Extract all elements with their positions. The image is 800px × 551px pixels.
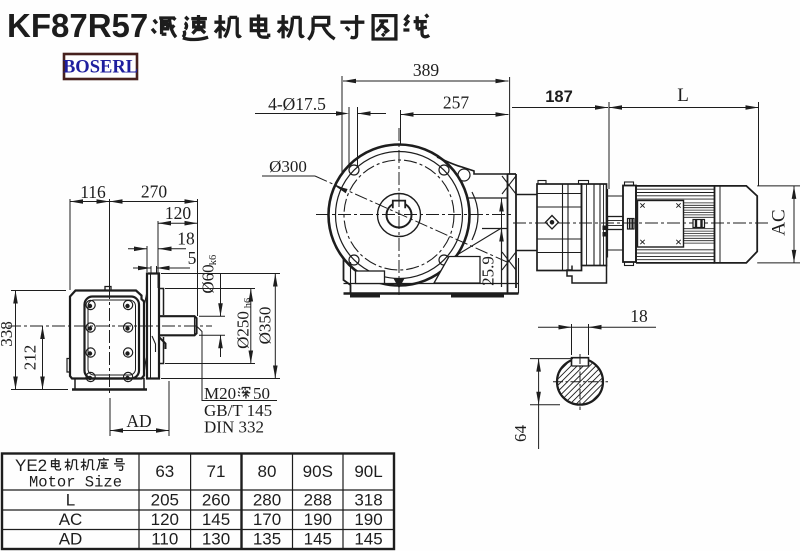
svg-text:5: 5	[188, 248, 197, 268]
svg-text:116: 116	[80, 182, 106, 202]
svg-text:Ø300: Ø300	[269, 157, 307, 176]
svg-text:AC: AC	[59, 510, 83, 529]
svg-text:90S: 90S	[303, 462, 333, 481]
svg-text:Ø60: Ø60	[198, 264, 217, 293]
svg-text:25.9: 25.9	[478, 256, 497, 286]
svg-text:280: 280	[253, 491, 281, 510]
svg-text:257: 257	[443, 93, 470, 113]
svg-text:130: 130	[202, 530, 230, 549]
svg-text:80: 80	[258, 462, 277, 481]
svg-text:63: 63	[155, 462, 174, 481]
svg-text:L: L	[66, 491, 75, 510]
svg-text:190: 190	[354, 510, 382, 529]
svg-text:145: 145	[354, 530, 382, 549]
svg-text:318: 318	[354, 491, 382, 510]
svg-text:k6: k6	[208, 255, 219, 266]
svg-text:h6: h6	[243, 298, 254, 309]
svg-text:4-Ø17.5: 4-Ø17.5	[268, 94, 326, 114]
svg-text:260: 260	[202, 491, 230, 510]
svg-text:190: 190	[304, 510, 332, 529]
svg-text:AD: AD	[59, 530, 83, 549]
svg-text:64: 64	[511, 425, 530, 443]
svg-text:AC: AC	[768, 209, 789, 235]
svg-text:338: 338	[0, 321, 16, 347]
svg-text:288: 288	[304, 491, 332, 510]
svg-text:Motor Size: Motor Size	[29, 474, 122, 492]
svg-text:90L: 90L	[354, 462, 382, 481]
svg-text:110: 110	[151, 530, 178, 549]
svg-text:187: 187	[545, 88, 573, 106]
svg-text:M20: M20	[204, 384, 236, 403]
svg-text:AD: AD	[126, 411, 151, 431]
svg-text:18: 18	[630, 306, 648, 326]
svg-text:135: 135	[253, 530, 281, 549]
svg-text:KF87R57: KF87R57	[7, 7, 148, 44]
svg-text:50: 50	[253, 384, 270, 403]
svg-text:L: L	[677, 85, 689, 106]
svg-text:18: 18	[177, 229, 195, 249]
svg-text:BOSERL: BOSERL	[63, 58, 138, 78]
svg-text:145: 145	[202, 510, 230, 529]
svg-text:DIN 332: DIN 332	[204, 418, 264, 437]
svg-text:120: 120	[151, 510, 179, 529]
svg-text:212: 212	[20, 345, 39, 371]
svg-text:145: 145	[304, 530, 332, 549]
svg-text:389: 389	[413, 60, 440, 80]
svg-text:270: 270	[141, 182, 168, 202]
svg-text:GB/T 145: GB/T 145	[204, 401, 272, 420]
svg-text:170: 170	[253, 510, 281, 529]
svg-text:71: 71	[207, 462, 226, 481]
svg-text:YE2: YE2	[15, 456, 47, 475]
svg-text:120: 120	[165, 203, 192, 223]
svg-text:Ø350: Ø350	[255, 307, 274, 345]
svg-text:Ø250: Ø250	[233, 311, 252, 349]
svg-text:205: 205	[151, 491, 179, 510]
